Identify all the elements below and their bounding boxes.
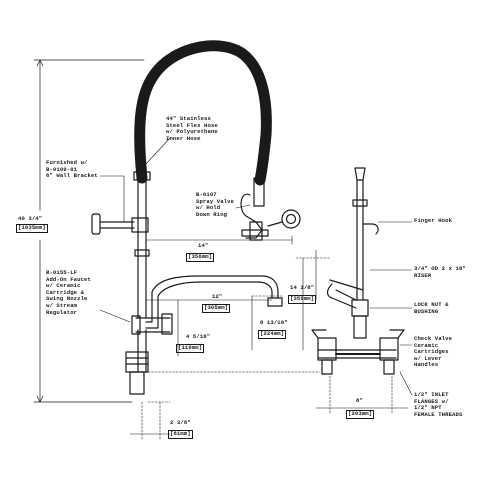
add-on-faucet-label: B-0155-LF Add-On Faucet w/ Ceramic Cartr… — [46, 269, 91, 316]
check-valve-label: Check Valve Ceramic Cartridges w/ Lever … — [414, 335, 453, 369]
riser-assembly — [326, 167, 379, 339]
spray-reach-mm: [356mm] — [186, 253, 215, 262]
riser-height-mm: [359mm] — [288, 295, 317, 304]
wall-bracket-label: Furnished w/ B-0109-01 6" Wall Bracket — [46, 159, 98, 180]
spray-valve-assembly — [240, 177, 301, 241]
spray-reach-dim: 14" — [198, 242, 209, 249]
callout-leaders — [99, 137, 413, 396]
wall-offset-mm: [61mm] — [168, 430, 193, 439]
dimension-lines — [129, 235, 409, 441]
flex-hose-label: 44" Stainless Steel Flex Hose w/ Polyure… — [166, 115, 218, 142]
finger-hook-label: Finger Hook — [414, 217, 453, 224]
faucet-height-dim: 8 13/16" — [260, 319, 288, 326]
overall-height-mm: [1035mm] — [16, 224, 48, 233]
riser-label: 3/4" OD 2 x 18" RISER — [414, 265, 466, 279]
nozzle-height-mm: [110mm] — [176, 344, 205, 353]
spray-valve-label: B-0107 Spray Valve w/ Hold Down Ring — [196, 191, 235, 218]
overall-height-dim: 40 3/4" — [18, 215, 43, 222]
add-on-faucet-nozzle — [131, 275, 283, 335]
faucet-height-mm: [224mm] — [258, 330, 287, 339]
nozzle-reach-mm: [305mm] — [202, 304, 231, 313]
riser-height-dim: 14 1/8" — [290, 284, 315, 291]
check-valve-base — [311, 329, 405, 375]
lock-nut-label: LOCK NUT & BUSHING — [414, 301, 449, 315]
main-column — [133, 171, 151, 373]
centers-mm: [203mm] — [346, 410, 375, 419]
flex-hose-coil — [134, 40, 272, 186]
inlet-flanges-label: 1/2" INLET FLANGES w/ 1/2" NPT FEMALE TH… — [414, 391, 463, 418]
centers-dim: 8" — [356, 397, 363, 404]
nozzle-height-dim: 4 5/16" — [186, 333, 211, 340]
faucet-base — [125, 351, 149, 395]
wall-bracket — [91, 213, 149, 235]
overall-height-dimension-line — [33, 59, 145, 403]
wall-offset-dim: 2 3/8" — [170, 419, 191, 426]
nozzle-reach-dim: 12" — [212, 293, 223, 300]
